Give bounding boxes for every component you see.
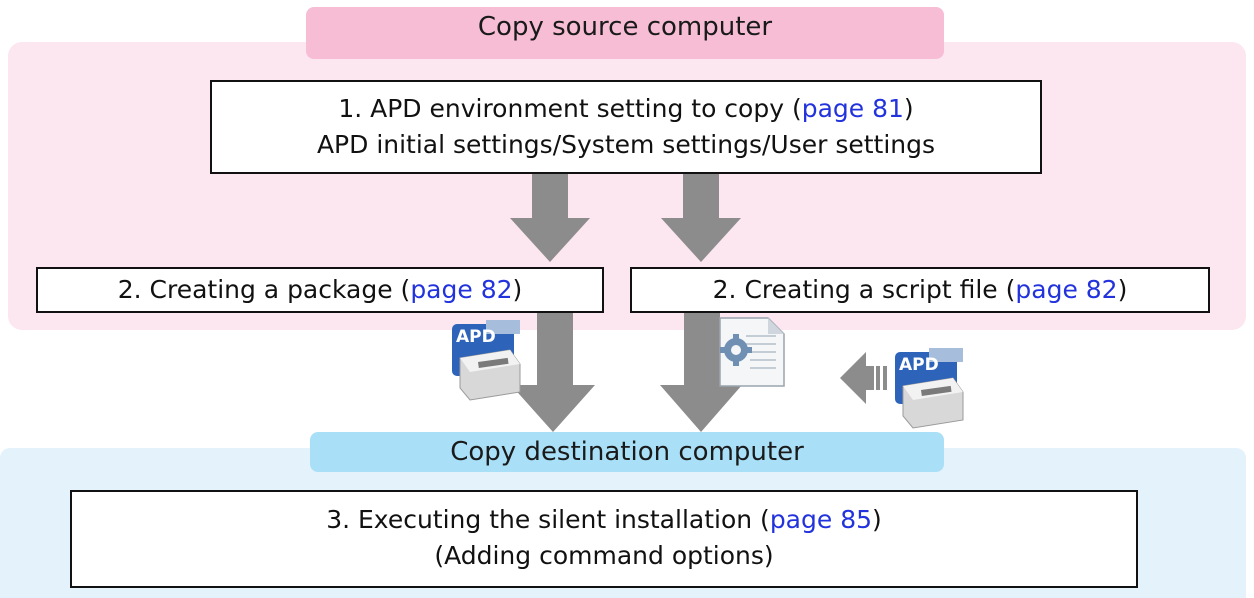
step2-script-page-link[interactable]: page 82 (1015, 275, 1118, 304)
step2-package-suffix: ) (512, 275, 523, 304)
destination-computer-title: Copy destination computer (310, 432, 944, 472)
step1-page-link[interactable]: page 81 (801, 94, 904, 123)
arrow-script-to-destination (660, 312, 742, 432)
step1-box: 1. APD environment setting to copy (page… (210, 80, 1042, 174)
step3-line1-prefix: 3. Executing the silent installation ( (326, 505, 770, 534)
step2-package-text: 2. Creating a package (page 82) (38, 269, 602, 311)
apd-printer-icon: APD (895, 348, 964, 429)
step3-line2: (Adding command options) (434, 541, 774, 570)
step2-package-box: 2. Creating a package (page 82) (36, 267, 604, 313)
step2-script-suffix: ) (1117, 275, 1128, 304)
source-title-text: Copy source computer (477, 12, 773, 42)
apd-icon-text: APD (456, 327, 496, 347)
step1-line1-prefix: 1. APD environment setting to copy ( (338, 94, 802, 123)
step2-script-prefix: 2. Creating a script file ( (712, 275, 1016, 304)
destination-title-text: Copy destination computer (450, 437, 804, 467)
step1-line2: APD initial settings/System settings/Use… (316, 130, 936, 159)
step1-line1-suffix: ) (903, 94, 914, 123)
script-file-gear-icon (719, 317, 785, 387)
step2-package-prefix: 2. Creating a package ( (117, 275, 411, 304)
arrow-down-to-package (510, 173, 590, 262)
step2-script-text: 2. Creating a script file (page 82) (632, 269, 1208, 311)
apd-printer-icon: APD (452, 320, 521, 401)
arrow-package-to-destination (511, 312, 595, 432)
arrow-down-to-script (661, 173, 741, 262)
left-arrow-icon (840, 352, 887, 404)
step3-line1: 3. Executing the silent installation (pa… (72, 502, 1136, 538)
step2-package-page-link[interactable]: page 82 (410, 275, 513, 304)
step3-page-link[interactable]: page 85 (769, 505, 873, 534)
step2-script-box: 2. Creating a script file (page 82) (630, 267, 1210, 313)
source-computer-title: Copy source computer (306, 7, 944, 59)
step3-line1-suffix: ) (872, 505, 882, 534)
step1-line1: 1. APD environment setting to copy (page… (212, 91, 1040, 127)
apd-icon-text: APD (899, 355, 939, 375)
step3-box: 3. Executing the silent installation (pa… (70, 490, 1138, 588)
